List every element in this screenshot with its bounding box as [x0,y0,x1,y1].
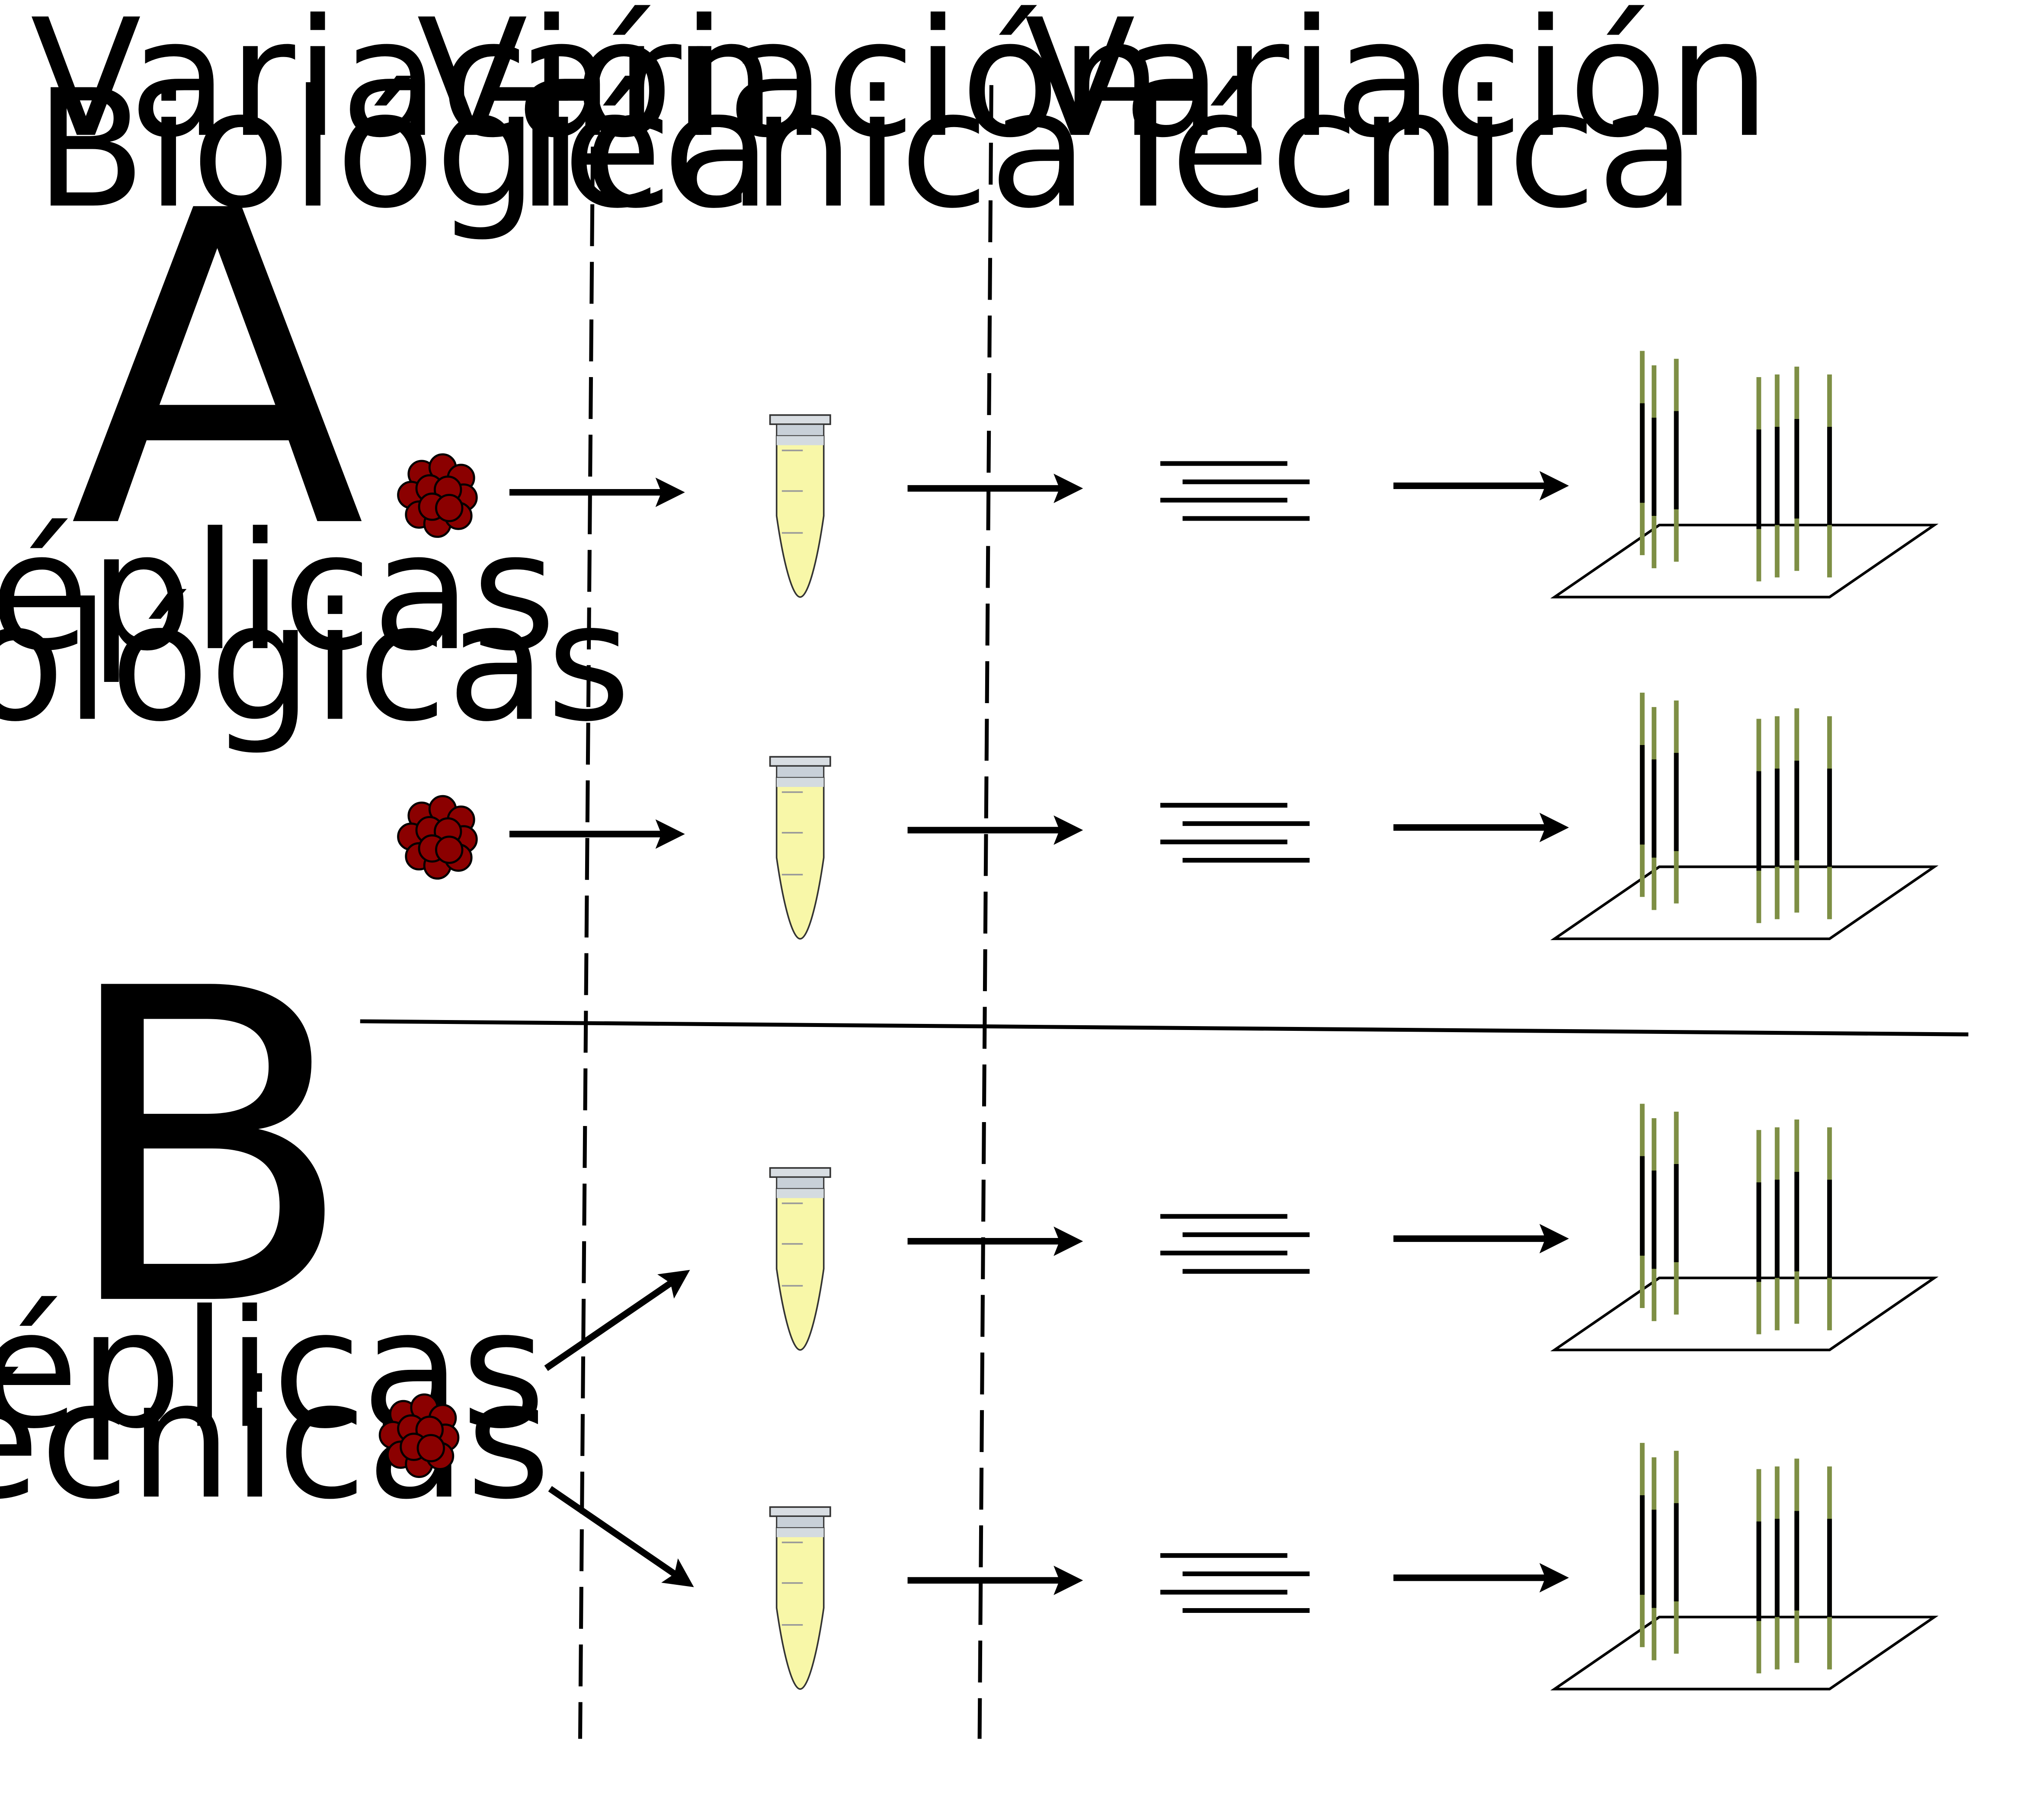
arrow-down [548,1486,694,1587]
header-col1-line2: Biológica [35,54,772,244]
microtube-icon [769,1506,831,1690]
microtube-icon [769,1167,831,1351]
panel-b-row-1 [769,1104,1934,1351]
aligned-reads-icon [1554,1443,1934,1689]
dashed-divider-2 [977,85,993,1739]
aligned-reads-icon [1554,351,1934,597]
header-col3-line2: Técnica [1096,54,1696,244]
dna-fragments-icon [1160,1216,1310,1271]
panel-a-row-2 [398,693,1934,939]
panel-a-letter: A [70,120,367,623]
tissue-cluster-icon [380,1395,458,1477]
panel-b-row-2 [769,1443,1934,1690]
microtube-icon [769,414,831,598]
header-col1-line1: Variación [30,0,776,173]
microtube-icon [769,756,831,940]
arrow-up [544,1270,690,1371]
dna-fragments-icon [1160,805,1310,860]
panel-b-label-line2: Técnicas [0,1346,551,1535]
dna-fragments-icon [1160,1555,1310,1610]
dashed-divider-1 [578,89,596,1739]
aligned-reads-icon [1554,693,1934,939]
panel-separator [360,1019,1969,1036]
header-col3-line1: Variación [1025,0,1771,173]
aligned-reads-icon [1554,1104,1934,1350]
panel-b-letter: B [59,898,355,1401]
header-col2-line2: Técnica [488,54,1089,244]
tissue-cluster-icon [398,454,477,537]
dna-fragments-icon [1160,464,1310,518]
tissue-cluster-icon [398,796,477,879]
panel-a-row-1 [398,351,1934,597]
panel-b-source [380,1270,694,1587]
panel-a-label-line2: Biológicas [0,568,631,757]
header-col2-line1: Variación [416,0,1162,173]
